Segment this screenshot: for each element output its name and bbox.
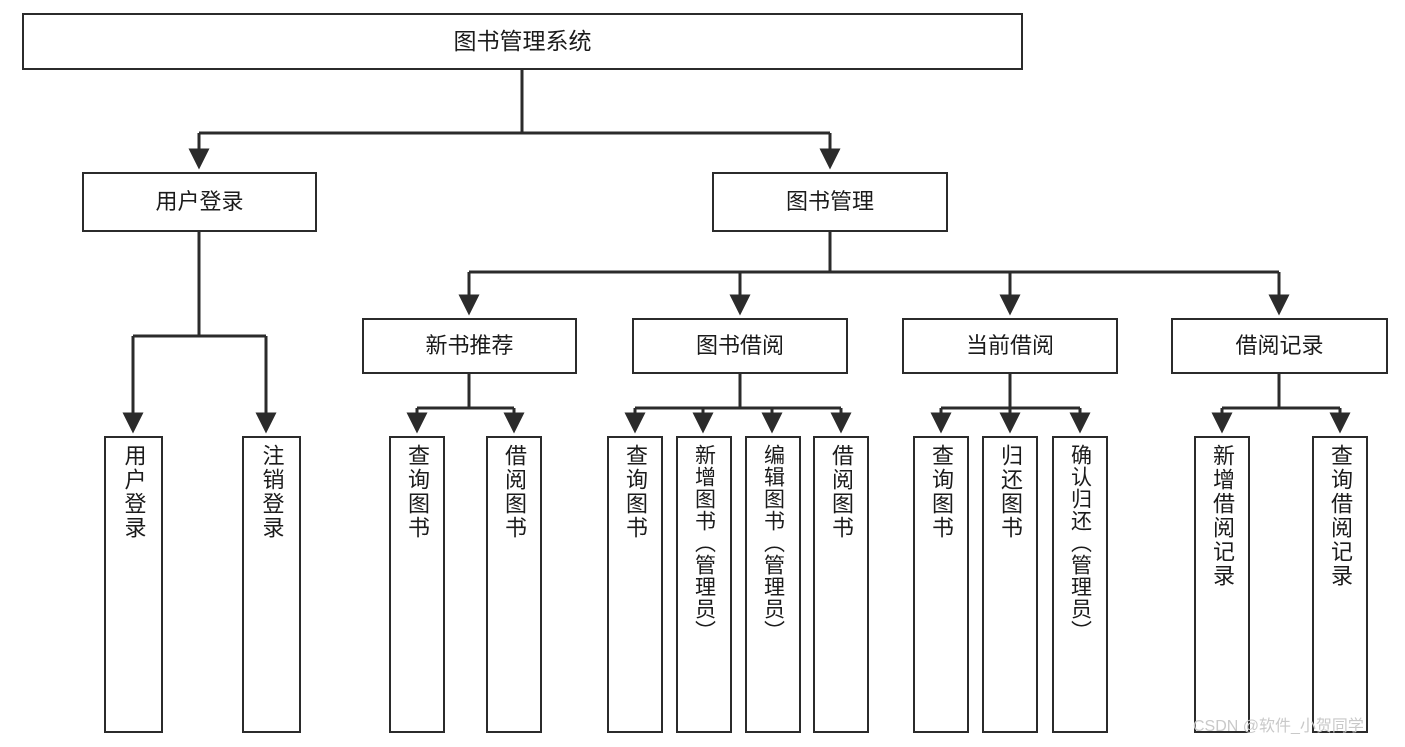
node-leaf-borrow-book-2-label: 借阅图书 xyxy=(829,444,854,540)
node-leaf-query-book-3-label: 查询图书 xyxy=(929,444,954,540)
node-leaf-confirm-return-label: 确认归还（管理员） xyxy=(1068,444,1092,642)
node-leaf-query-book-1[interactable]: 查询图书 xyxy=(389,436,445,733)
node-book-manage[interactable]: 图书管理 xyxy=(712,172,948,232)
node-borrow-record[interactable]: 借阅记录 xyxy=(1171,318,1388,374)
node-current-borrow[interactable]: 当前借阅 xyxy=(902,318,1118,374)
node-book-manage-label: 图书管理 xyxy=(785,188,874,214)
node-current-borrow-label: 当前借阅 xyxy=(965,332,1054,358)
node-leaf-borrow-book-1[interactable]: 借阅图书 xyxy=(486,436,542,733)
node-leaf-logout-login-label: 注销登录 xyxy=(259,444,285,540)
node-root[interactable]: 图书管理系统 xyxy=(22,13,1023,70)
node-borrow-record-label: 借阅记录 xyxy=(1235,332,1324,358)
node-leaf-confirm-return[interactable]: 确认归还（管理员） xyxy=(1052,436,1108,733)
node-new-book-recommend[interactable]: 新书推荐 xyxy=(362,318,577,374)
node-leaf-add-record-label: 新增借阅记录 xyxy=(1210,444,1235,588)
node-leaf-return-book-label: 归还图书 xyxy=(998,444,1023,540)
node-leaf-query-book-1-label: 查询图书 xyxy=(405,444,430,540)
node-leaf-borrow-book-2[interactable]: 借阅图书 xyxy=(813,436,869,733)
node-new-book-recommend-label: 新书推荐 xyxy=(425,332,514,358)
node-leaf-query-book-2-label: 查询图书 xyxy=(623,444,648,540)
node-leaf-add-book[interactable]: 新增图书（管理员） xyxy=(676,436,732,733)
node-user-login-label: 用户登录 xyxy=(155,188,244,214)
node-book-borrow-label: 图书借阅 xyxy=(695,332,784,358)
node-leaf-user-login[interactable]: 用户登录 xyxy=(104,436,163,733)
node-leaf-query-book-2[interactable]: 查询图书 xyxy=(607,436,663,733)
node-leaf-add-book-label: 新增图书（管理员） xyxy=(692,444,716,642)
node-leaf-query-record[interactable]: 查询借阅记录 xyxy=(1312,436,1368,733)
node-book-borrow[interactable]: 图书借阅 xyxy=(632,318,848,374)
node-leaf-borrow-book-1-label: 借阅图书 xyxy=(502,444,527,540)
node-leaf-add-record[interactable]: 新增借阅记录 xyxy=(1194,436,1250,733)
node-leaf-user-login-label: 用户登录 xyxy=(121,444,147,540)
node-leaf-query-record-label: 查询借阅记录 xyxy=(1328,444,1353,588)
node-leaf-edit-book-label: 编辑图书（管理员） xyxy=(761,444,785,642)
node-leaf-return-book[interactable]: 归还图书 xyxy=(982,436,1038,733)
node-leaf-logout-login[interactable]: 注销登录 xyxy=(242,436,301,733)
node-root-label: 图书管理系统 xyxy=(453,27,592,54)
node-leaf-edit-book[interactable]: 编辑图书（管理员） xyxy=(745,436,801,733)
csdn-watermark: CSDN @软件_小贺同学 xyxy=(1193,718,1364,735)
node-leaf-query-book-3[interactable]: 查询图书 xyxy=(913,436,969,733)
node-user-login[interactable]: 用户登录 xyxy=(82,172,317,232)
